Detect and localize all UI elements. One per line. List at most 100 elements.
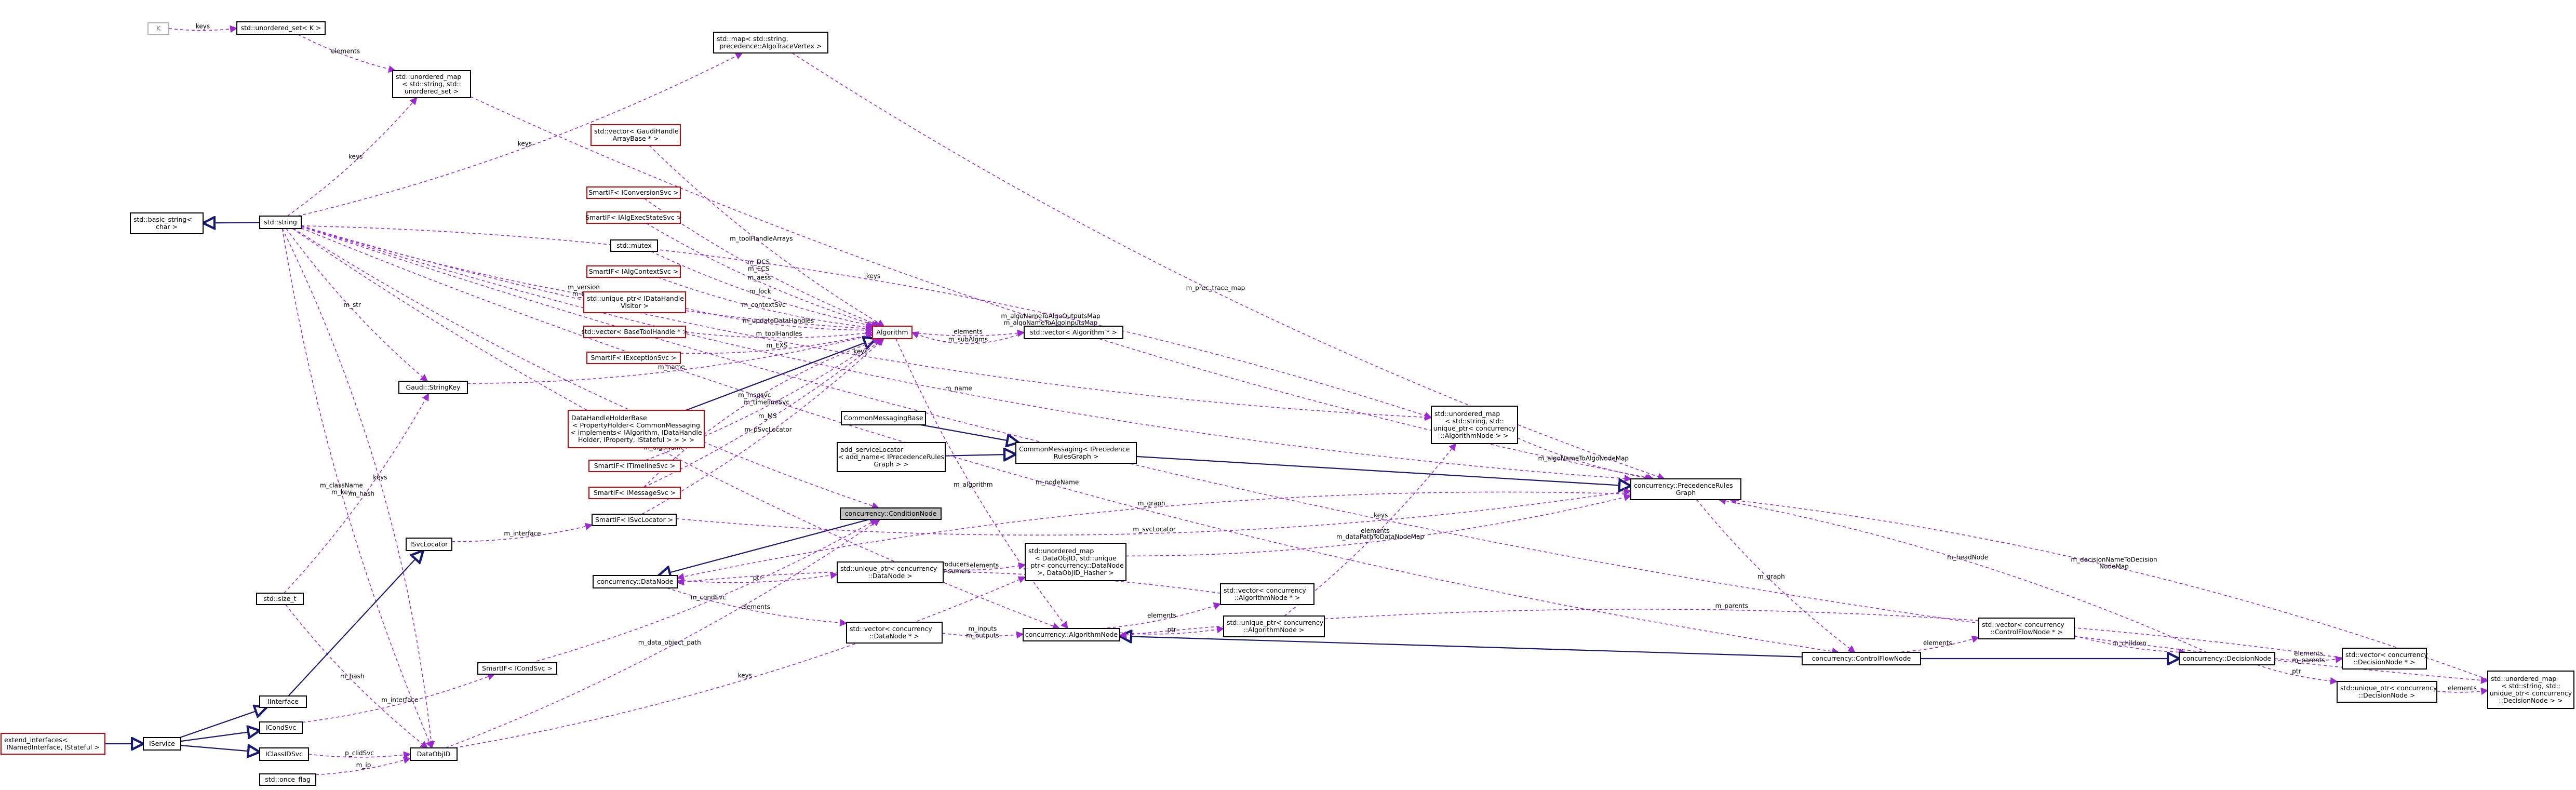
- class-node-addsl[interactable]: add_serviceLocator< add_name< IPrecedenc…: [837, 442, 946, 472]
- class-box: [841, 411, 926, 425]
- edge-decisionnode-to-uptr_decnode: ptr: [2257, 664, 2338, 685]
- class-node-commonmsgbase[interactable]: CommonMessagingBase: [841, 411, 926, 425]
- edge-umap_data-to-prg: m_dataPathToDataNodeMap: [1125, 493, 1632, 557]
- edge-line: [301, 227, 1840, 655]
- edge-label: m_updateDataHandles: [743, 317, 814, 324]
- class-node-extend_ifaces[interactable]: extend_interfaces<INamedInterface, IStat…: [1, 733, 105, 755]
- class-box: [259, 216, 302, 229]
- class-node-size_t[interactable]: std::size_t: [256, 593, 304, 605]
- class-node-uptr_datanode[interactable]: std::unique_ptr< concurrency::DataNode >: [837, 561, 944, 583]
- class-node-isvcloc[interactable]: ISvcLocator: [406, 538, 452, 551]
- class-node-cfn[interactable]: concurrency::ControlFlowNode: [1802, 652, 1921, 665]
- class-node-vec_alg[interactable]: std::vector< Algorithm * >: [1024, 326, 1123, 339]
- edge-dhhb-to-algorithm: [686, 339, 876, 411]
- class-label: std::vector< concurrency::ControlFlowNod…: [1982, 621, 2064, 636]
- edge-string-to-umap_alg: keys: [301, 225, 1432, 421]
- class-node-umap_data[interactable]: std::unordered_map< DataObjID, std::uniq…: [1025, 543, 1126, 581]
- class-node-string[interactable]: std::string: [259, 216, 302, 229]
- class-box: [837, 561, 944, 583]
- class-node-uset[interactable]: std::unordered_set< K >: [236, 21, 326, 35]
- edge-iclassidsvc-to-dataobjid: p_clidSvc: [308, 749, 411, 759]
- class-label: std::unique_ptr< concurrency::DecisionNo…: [2340, 684, 2437, 699]
- class-node-vec_datanode[interactable]: std::vector< concurrency::DataNode * >: [846, 622, 943, 644]
- class-node-sp_conv[interactable]: SmartIF< IConversionSvc >: [586, 186, 681, 199]
- edge-line: [649, 145, 885, 327]
- class-label: SmartIF< ITimelineSvc >: [594, 462, 676, 470]
- class-label: Gaudi::StringKey: [406, 383, 461, 391]
- edge-label: elements: [1147, 612, 1176, 619]
- edge-line: [677, 571, 838, 583]
- class-node-uptr_algnode[interactable]: std::unique_ptr< concurrency::AlgorithmN…: [1223, 615, 1325, 637]
- edge-string-to-umap1: keys: [287, 97, 418, 217]
- class-node-sp_algexec[interactable]: SmartIF< IAlgExecStateSvc >: [585, 211, 682, 224]
- edge-label: p_clidSvc: [345, 749, 374, 757]
- edge-algorithm-to-algnode: m_algorithm: [895, 338, 1068, 630]
- edge-line: [302, 673, 495, 723]
- class-node-sp_algctx[interactable]: SmartIF< IAlgContextSvc >: [586, 265, 681, 278]
- class-node-vec_algnode_ptr[interactable]: std::vector< concurrency::AlgorithmNode …: [1220, 583, 1314, 605]
- class-label: std::mutex: [616, 242, 652, 249]
- class-node-umap_dec[interactable]: std::unordered_map< std::string, std::un…: [2487, 671, 2574, 709]
- class-node-algnode[interactable]: concurrency::AlgorithmNode: [1023, 628, 1120, 641]
- class-box: [410, 747, 458, 761]
- class-label: std::unordered_map< std::string, std::un…: [2490, 675, 2572, 704]
- class-box: [1802, 652, 1921, 665]
- class-node-datanode[interactable]: concurrency::DataNode: [593, 575, 678, 588]
- class-node-dataobjid[interactable]: DataObjID: [410, 747, 458, 761]
- class-box: [1630, 478, 1741, 500]
- class-node-sp_svcloc[interactable]: SmartIF< ISvcLocator >: [592, 514, 677, 526]
- edge-label: m_interface: [504, 530, 541, 537]
- class-node-sp_exc[interactable]: SmartIF< IExceptionSvc >: [586, 352, 681, 364]
- class-node-umap1[interactable]: std::unordered_map< std::string, std::un…: [392, 70, 471, 98]
- class-node-sp_message[interactable]: SmartIF< IMessageSvc >: [588, 487, 681, 499]
- class-node-map1[interactable]: std::map< std::string,precedence::AlgoTr…: [713, 32, 828, 53]
- class-label: std::vector< BaseToolHandle * >: [581, 328, 688, 336]
- class-node-basic_string[interactable]: std::basic_string<char >: [130, 212, 204, 234]
- class-node-mutex[interactable]: std::mutex: [610, 239, 658, 252]
- class-node-interface[interactable]: IInterface: [259, 695, 307, 708]
- class-box: [588, 460, 681, 472]
- class-node-onceflag[interactable]: std::once_flag: [259, 773, 316, 786]
- edge-line: [911, 331, 1025, 344]
- class-node-decisionnode[interactable]: concurrency::DecisionNode: [2179, 652, 2275, 665]
- class-node-condnode[interactable]: concurrency::ConditionNode: [840, 507, 942, 520]
- class-box: [713, 32, 828, 53]
- class-label: std::unique_ptr< concurrency::AlgorithmN…: [1227, 619, 1324, 634]
- edges-layer: keyskeyselementsm_prec_trace_mapkeysm_al…: [105, 23, 2489, 775]
- class-node-vec_basetool[interactable]: std::vector< BaseToolHandle * >: [581, 326, 688, 338]
- class-node-uptr_decnode[interactable]: std::unique_ptr< concurrency::DecisionNo…: [2337, 681, 2437, 703]
- class-node-icondsvc[interactable]: ICondSvc: [259, 721, 303, 734]
- edge-sp_svcloc-to-prg: m_svcLocator: [676, 488, 1632, 536]
- edge-mutex-to-algorithm: m_lock: [651, 251, 875, 329]
- class-node-dhhb[interactable]: DataHandleHolderBase< PropertyHolder< Co…: [568, 410, 705, 448]
- edge-label: m_EXS: [767, 342, 788, 349]
- class-box: [256, 593, 304, 605]
- edge-label: m_msgsvc: [738, 392, 771, 399]
- class-node-umap_alg[interactable]: std::unordered_map< std::string, std::un…: [1431, 406, 1518, 444]
- class-box: [586, 211, 681, 224]
- edge-vec_gaudihandle-to-algorithm: m_toolHandleArrays: [649, 145, 885, 327]
- class-node-iclassidsvc[interactable]: IClassIDSvc: [259, 747, 309, 761]
- class-node-sp_icondsvc[interactable]: SmartIF< ICondSvc >: [477, 662, 557, 675]
- edge-label: elements: [954, 328, 983, 336]
- class-node-K[interactable]: K: [147, 22, 169, 35]
- edge-line: [1284, 443, 1457, 617]
- class-box: [2342, 648, 2427, 670]
- class-node-algorithm[interactable]: Algorithm: [872, 326, 913, 339]
- class-node-vec_decnode[interactable]: std::vector< concurrency::DecisionNode *…: [2342, 648, 2428, 670]
- edge-cfn-to-algnode: [1120, 636, 1803, 658]
- edge-line: [676, 570, 1221, 594]
- class-node-sp_timeline[interactable]: SmartIF< ITimelineSvc >: [588, 460, 681, 472]
- class-node-stringkey[interactable]: Gaudi::StringKey: [398, 381, 468, 394]
- edge-label: m_interface: [381, 697, 418, 704]
- class-node-vec_cfn[interactable]: std::vector< concurrency::ControlFlowNod…: [1978, 618, 2075, 639]
- edge-line: [281, 228, 433, 749]
- class-node-iservice[interactable]: IService: [143, 737, 181, 751]
- edge-line: [315, 756, 411, 775]
